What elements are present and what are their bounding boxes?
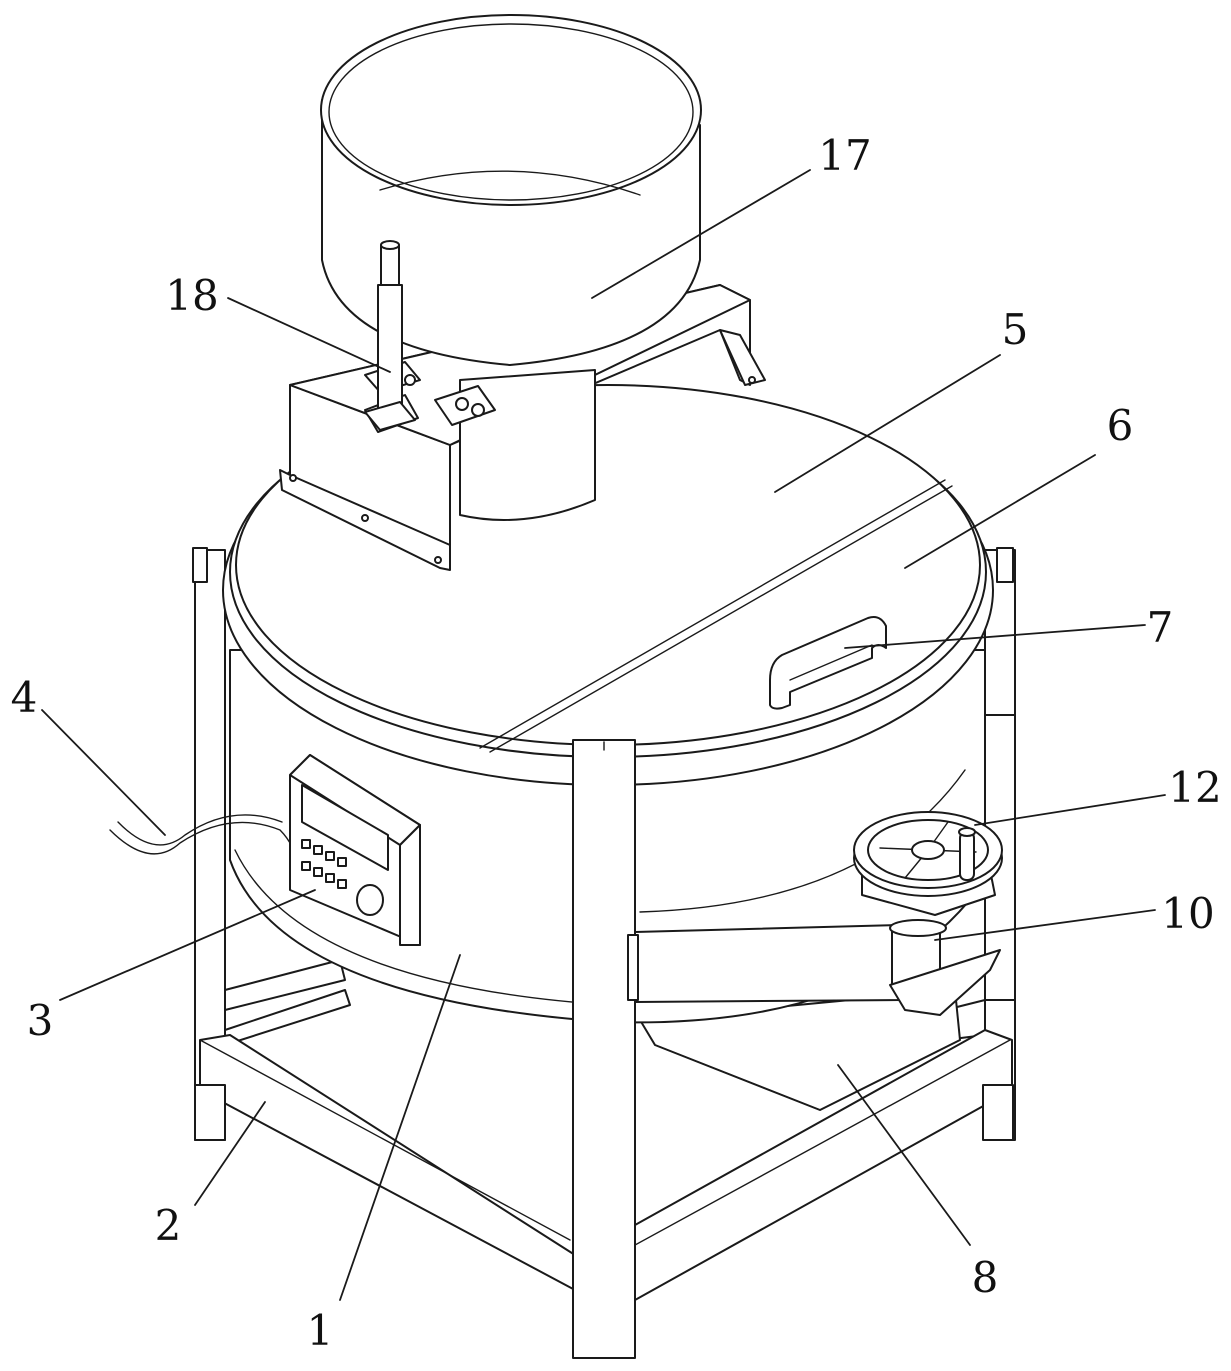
label-8: 8 — [972, 1253, 999, 1302]
leader-12 — [974, 794, 1166, 826]
control-display — [301, 784, 389, 871]
control-keypad — [301, 839, 347, 889]
push-rod-base — [364, 401, 416, 431]
lid-handle — [769, 616, 887, 710]
handwheel-hub — [911, 840, 945, 860]
frame-leg-left-foot — [194, 1084, 226, 1141]
label-2: 2 — [155, 1201, 182, 1250]
tank-inner-curve — [639, 769, 966, 913]
feed-hopper-inner-bottom — [379, 170, 641, 196]
bolt-1 — [289, 474, 297, 482]
frame-leg-right-tab — [996, 547, 1014, 583]
bolt-2 — [361, 514, 369, 522]
hopper-edge — [654, 1044, 821, 1111]
drive-belt — [634, 924, 936, 1003]
leader-17 — [591, 169, 811, 299]
handwheel-knob-top — [958, 827, 976, 837]
frame-leg-left-tab — [192, 547, 208, 583]
label-6: 6 — [1107, 401, 1134, 450]
rear-crossbar-left — [224, 959, 346, 1011]
leader-1 — [339, 954, 461, 1301]
leader-18 — [227, 297, 391, 373]
lid-split-line — [479, 479, 946, 749]
power-cable-2 — [117, 814, 283, 846]
label-17: 17 — [818, 131, 871, 180]
label-5: 5 — [1002, 305, 1029, 354]
push-rod-cap — [380, 240, 400, 250]
belt-clip — [627, 934, 639, 1001]
push-rod-top — [380, 244, 400, 286]
plate-bolt-3 — [471, 403, 485, 417]
leader-4 — [41, 709, 166, 836]
label-7: 7 — [1147, 603, 1174, 652]
leader-3 — [59, 889, 316, 1001]
label-3: 3 — [27, 996, 54, 1045]
label-12: 12 — [1168, 763, 1221, 812]
frame-leg-front — [572, 739, 636, 1359]
handwheel-knob — [959, 831, 975, 881]
label-18: 18 — [165, 271, 218, 320]
bracket-foot-right — [719, 329, 766, 386]
leader-6 — [904, 454, 1096, 569]
feed-hopper-rim — [320, 14, 702, 206]
leader-10 — [934, 909, 1156, 941]
plate-bolt-2 — [455, 397, 469, 411]
push-rod-cylinder — [377, 284, 403, 411]
tank-bottom-curve — [234, 849, 611, 1006]
frame-leg-right-foot — [982, 1084, 1014, 1141]
lid-handle-grip — [789, 644, 873, 681]
control-knob — [356, 884, 384, 916]
label-4: 4 — [11, 673, 38, 722]
bolt-4 — [748, 376, 756, 384]
label-1: 1 — [307, 1306, 334, 1355]
label-10: 10 — [1161, 889, 1214, 938]
motor-mount — [889, 949, 1001, 1016]
leader-8 — [837, 1064, 971, 1246]
front-crossbar-left-edge — [199, 1039, 571, 1241]
lid-split-line-2 — [489, 485, 953, 753]
plate-bolt-1 — [404, 374, 416, 386]
control-box-side — [399, 824, 421, 946]
leader-5 — [774, 354, 1001, 493]
front-crossbar-right-edge — [634, 1039, 1011, 1246]
bolt-3 — [434, 556, 442, 564]
drive-motor-top — [889, 919, 947, 937]
leader-2 — [194, 1101, 266, 1206]
leader-7 — [844, 624, 1146, 649]
feed-hopper-rim-inner — [328, 23, 694, 201]
